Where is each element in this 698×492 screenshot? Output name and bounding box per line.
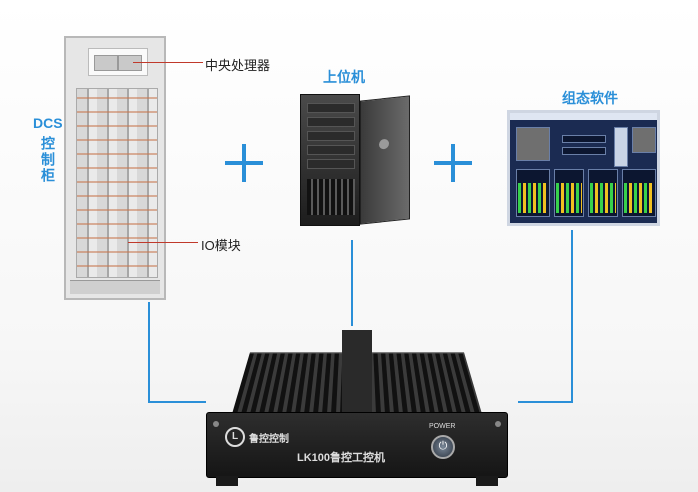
host-server-image <box>300 94 410 226</box>
cpu-callout-line <box>133 62 203 63</box>
cpu-unit <box>88 48 148 76</box>
model-name: LK100鲁控工控机 <box>297 452 386 464</box>
dcs-cabinet-image <box>64 36 166 300</box>
line-cabinet-horizontal <box>148 401 206 403</box>
server-front <box>300 94 360 226</box>
cabinet-label: 控制柜 <box>40 136 56 184</box>
line-host-down <box>351 240 353 326</box>
cabinet-label-dcs: DCS <box>33 115 63 131</box>
screen-title-bar <box>510 113 657 120</box>
host-label: 上位机 <box>323 69 365 85</box>
io-callout-line <box>128 242 198 243</box>
power-label: POWER <box>429 423 456 430</box>
cpu-label: 中央处理器 <box>205 58 271 73</box>
power-button-icon: ⏻ <box>431 435 455 459</box>
software-label: 组态软件 <box>562 90 618 106</box>
server-side-panel <box>360 95 410 225</box>
io-module-rails <box>76 88 158 278</box>
brand-logo-icon: L <box>225 427 245 447</box>
industrial-pc-image: L 鲁控控制 LK100鲁控工控机 POWER ⏻ <box>192 326 522 486</box>
plus-icon <box>434 144 472 182</box>
io-label: IO模块 <box>201 238 241 253</box>
software-screen-image <box>507 110 660 226</box>
server-drive-bays <box>307 179 355 215</box>
brand-name: 鲁控控制 <box>249 434 289 445</box>
plus-icon <box>225 144 263 182</box>
cabinet-base <box>70 280 160 294</box>
line-software-down <box>571 230 573 402</box>
ipc-front-panel: L 鲁控控制 LK100鲁控工控机 POWER ⏻ <box>206 412 508 478</box>
line-software-horizontal <box>518 401 573 403</box>
heatsink-center-bar <box>342 330 372 414</box>
line-cabinet-down <box>148 302 150 402</box>
